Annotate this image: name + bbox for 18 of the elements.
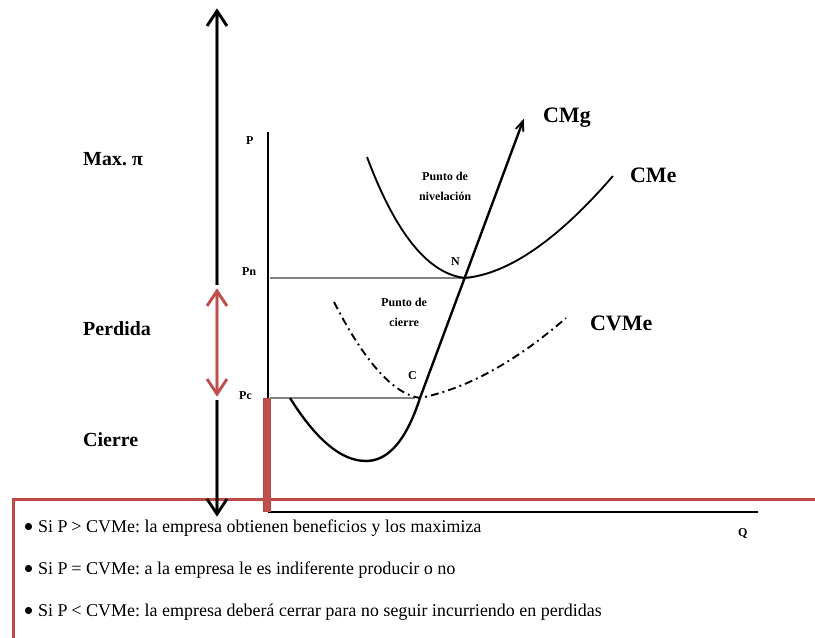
zone-label: Perdida bbox=[83, 317, 151, 342]
bullet-text: Si P > CVMe: la empresa obtienen beneficios y los maximiza bbox=[38, 515, 482, 537]
bullet-text: Si P = CVMe: a la empresa le es indiferente producir o no bbox=[38, 557, 456, 579]
zone-label: Cierre bbox=[83, 428, 138, 453]
curve-label: CMe bbox=[630, 161, 676, 189]
curve-label: CMg bbox=[543, 101, 591, 129]
point-label: N bbox=[451, 253, 460, 270]
axis-label: P bbox=[246, 132, 254, 149]
price-label: Pn bbox=[242, 263, 256, 280]
point-annotation: Punto de cierre bbox=[380, 294, 428, 331]
zone-label: Max. π bbox=[83, 147, 143, 172]
point-label: C bbox=[408, 367, 417, 384]
point-annotation: Punto de nivelación bbox=[418, 168, 472, 205]
price-label: Pc bbox=[239, 387, 252, 404]
notes-box bbox=[12, 498, 815, 638]
curve-label: CVMe bbox=[590, 309, 652, 337]
axis-label: Q bbox=[738, 524, 748, 541]
bullet-text: Si P < CVMe: la empresa deberá cerrar para no seguir incurriendo en perdidas bbox=[38, 599, 602, 621]
